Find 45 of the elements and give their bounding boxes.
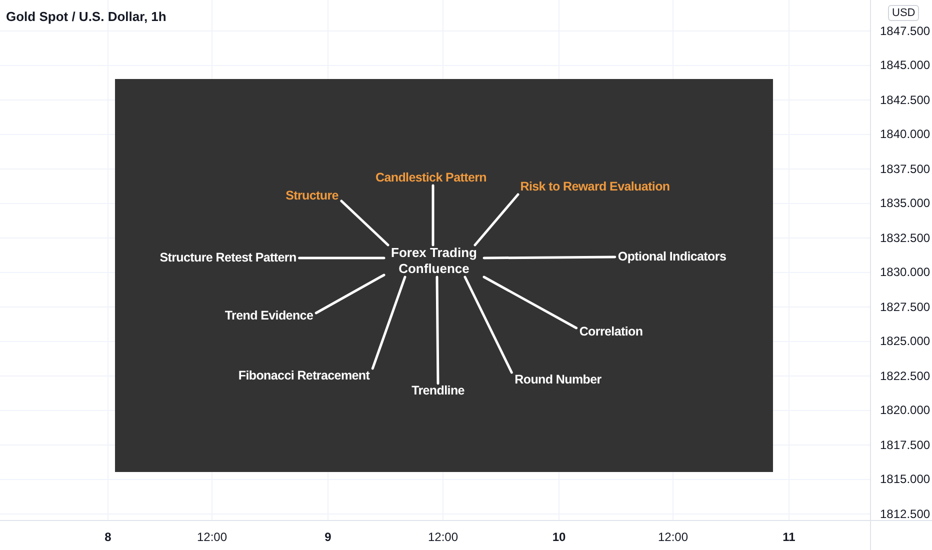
time-axis-label: 12:00 [658,530,688,544]
connector-line [474,193,520,246]
price-axis-label: 1825.000 [880,334,930,348]
topic-label: Trendline [408,384,468,398]
connector-line [298,256,386,260]
chart-title: Gold Spot / U.S. Dollar, 1h [6,9,166,25]
price-axis-label: 1817.500 [880,438,930,452]
topic-label: Structure [282,188,342,204]
price-axis-label: 1820.000 [880,403,930,417]
time-axis-label: 12:00 [196,530,228,544]
connector-line [340,200,390,246]
connector-line [464,276,513,374]
price-axis-label: 1837.500 [880,162,930,176]
price-axis-label: 1832.500 [880,231,930,245]
price-axis-label: 1845.000 [880,58,930,72]
price-axis-label: 1835.000 [880,196,930,210]
time-axis-label: 11 [782,530,796,544]
time-axis-label: 9 [324,530,332,544]
price-axis-label: 1822.500 [880,369,930,383]
time-axis-label: 8 [104,530,112,544]
price-axis-label: 1840.000 [880,127,930,141]
topic-label: Correlation [576,324,646,340]
topic-label: Candlestick Pattern [372,170,490,186]
time-axis-label: 10 [552,530,566,544]
price-axis-label: 1827.500 [880,300,930,314]
central-topic-label: Forex Trading Confluence [384,245,484,277]
price-axis-label: 1830.000 [880,265,930,279]
connector-line [482,276,578,330]
price-axis-label: 1847.500 [880,24,930,38]
connector-line [482,256,616,260]
connector-line [436,276,440,385]
connector-line [371,276,406,370]
price-axis-label: 1815.000 [880,472,930,486]
topic-label: Trend Evidence [222,308,316,324]
connector-line [314,274,386,314]
connector-line [432,184,434,246]
price-axis-label: 1812.500 [880,507,930,521]
topic-label: Fibonacci Retracement [235,368,373,384]
topic-label: Round Number [512,372,604,388]
topic-label: Optional Indicators [614,250,730,264]
currency-tag: USD [888,5,920,21]
price-axis-label: 1842.500 [880,93,930,107]
topic-label: Structure Retest Pattern [156,250,300,266]
topic-label: Risk to Reward Evaluation [517,180,673,194]
time-axis-label: 12:00 [428,530,458,544]
